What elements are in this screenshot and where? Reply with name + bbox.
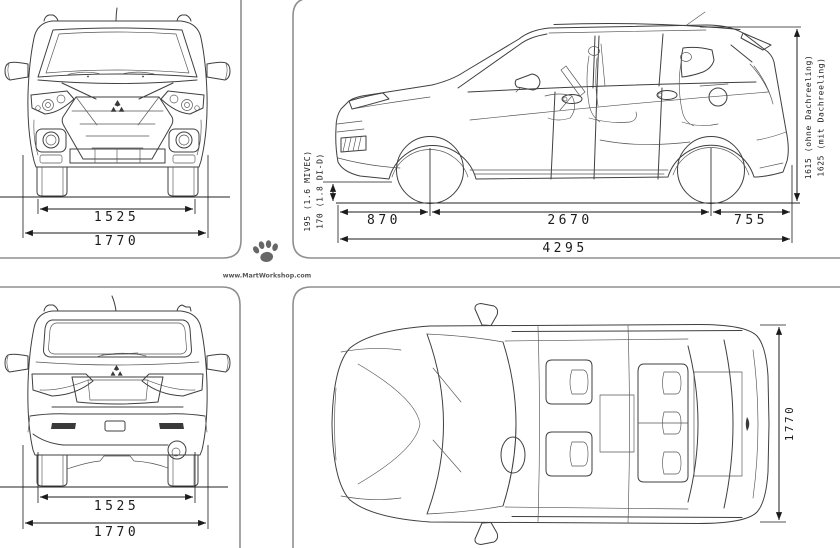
rear-mitsubishi-emblem-icon (110, 365, 123, 376)
front-track-dimension: 1525 (37, 199, 196, 225)
rear-track-dimension-label: 1525 (94, 499, 139, 514)
top-view: 1770 (331, 303, 796, 545)
panel-border-top-right (292, 0, 840, 259)
top-antenna-fin (745, 417, 750, 431)
front-bumper-intakes (33, 119, 202, 164)
front-right-headlight (160, 90, 205, 115)
top-door-seams (537, 324, 630, 524)
front-body-outline (27, 20, 208, 168)
rear-wiper (95, 352, 147, 358)
top-width-dimension-label: 1770 (783, 405, 796, 442)
top-mirrors (474, 303, 499, 545)
rear-window (43, 319, 192, 358)
side-length-dimensions: 870 2670 755 4295 (337, 165, 793, 256)
front-roof-rails (43, 14, 192, 22)
steering-wheel (500, 436, 526, 474)
front-left-headlight (30, 90, 75, 115)
top-glasshouse (426, 330, 759, 518)
front-right-mirror (206, 61, 231, 81)
side-inner-arches (391, 147, 750, 178)
rear-antenna (111, 295, 117, 312)
rear-right-mirror (206, 353, 231, 373)
front-windshield (37, 27, 198, 78)
rear-wheels (36, 454, 199, 487)
front-cowl-line (37, 79, 198, 84)
rear-tailgate-handle (104, 420, 126, 432)
rear-roof-rails (43, 304, 192, 312)
side-height-without-roofrails-label: 1615 (ohne Dachreeling) (804, 55, 813, 180)
front-width-dimension-label: 1770 (94, 234, 139, 249)
mitsubishi-emblem-icon (110, 100, 125, 112)
panel-border-bottom-left (0, 286, 241, 548)
side-ground-clearance-dimension: 195 (1.6 MIVEC) 170 (1.8 DI-D) (303, 150, 392, 232)
side-view: 1615 (ohne Dachreeling) 1625 (mit Dachre… (303, 11, 826, 256)
side-overall-length-label: 4295 (542, 241, 587, 256)
panel-border-bottom-right (292, 286, 840, 548)
top-rear-bench (637, 363, 689, 483)
front-grille (61, 96, 174, 160)
front-antenna (115, 7, 118, 22)
watermark-url: www.MartWorkshop.com (223, 273, 312, 280)
front-left-mirror (4, 61, 29, 81)
rear-right-reflector (159, 423, 184, 429)
rear-width-dimension-label: 1770 (94, 525, 139, 540)
rear-left-mirror (4, 353, 29, 373)
roof-rail-leader-line (685, 11, 706, 26)
top-cargo-area (693, 371, 743, 477)
top-front-seats (500, 359, 593, 477)
side-height-dimension: 1615 (ohne Dachreeling) 1625 (mit Dachre… (700, 26, 826, 202)
side-doors (469, 87, 769, 180)
side-glasshouse (457, 29, 757, 93)
rear-track-dimension: 1525 (37, 452, 196, 514)
side-rear-details (740, 32, 787, 169)
side-front-overhang-label: 870 (367, 213, 401, 228)
rear-license-plate (71, 376, 164, 405)
top-center-console (599, 394, 635, 453)
front-wheels (36, 166, 199, 197)
front-view: 1525 1770 (0, 7, 231, 249)
side-rear-overhang-label: 755 (734, 213, 768, 228)
front-track-dimension-label: 1525 (94, 210, 139, 225)
side-wheelbase-label: 2670 (547, 213, 592, 228)
top-wipers (432, 367, 462, 473)
rear-taillights (31, 373, 204, 397)
side-interior (544, 43, 729, 145)
top-hood (334, 348, 462, 500)
rear-bumper (27, 406, 208, 470)
side-height-with-roofrails-label: 1625 (mit Dachreeling) (817, 57, 826, 176)
rear-view: 1525 1770 (0, 295, 231, 540)
rear-body-outline (27, 310, 208, 456)
watermark: www.MartWorkshop.com (223, 240, 312, 280)
front-fog-lamps (35, 128, 200, 153)
tow-hitch-cover (167, 440, 187, 460)
side-ground-clearance-diesel-label: 170 (1.8 DI-D) (316, 153, 325, 229)
rear-width-dimension: 1770 (22, 445, 209, 540)
panel-border-top-left (0, 0, 242, 259)
front-wipers (67, 71, 155, 75)
top-roof-rails (511, 330, 743, 518)
front-hood-creases (61, 82, 174, 100)
rear-left-reflector (51, 423, 76, 429)
top-width-dimension: 1770 (760, 324, 796, 523)
side-wheels (396, 136, 745, 216)
paw-icon (253, 240, 278, 262)
side-roof-rail (553, 11, 741, 30)
side-ground-clearance-petrol-label: 195 (1.6 MIVEC) (303, 150, 312, 231)
front-width-dimension: 1770 (22, 155, 209, 249)
side-front-details (336, 92, 431, 169)
top-body-outline (331, 324, 770, 524)
side-mirror (514, 73, 541, 93)
side-body-outline (335, 24, 789, 180)
